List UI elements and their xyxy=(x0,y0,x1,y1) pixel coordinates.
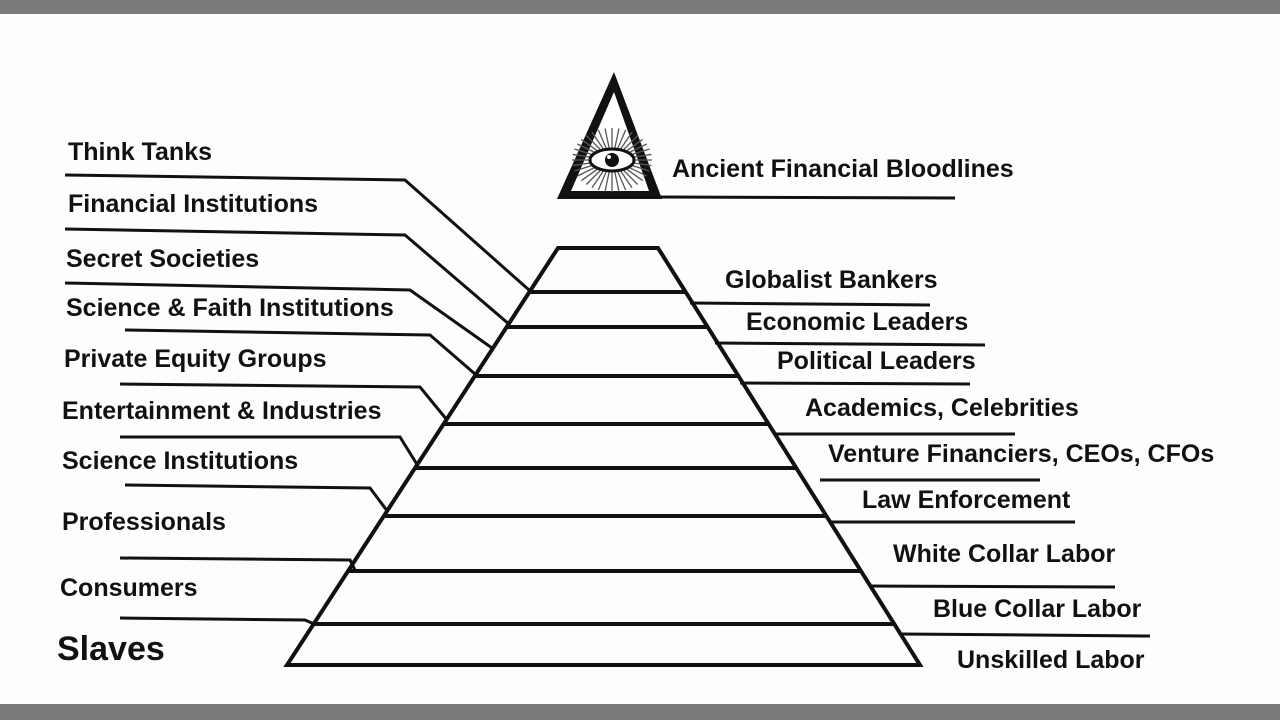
pyramid xyxy=(283,246,924,667)
left-label: Financial Institutions xyxy=(68,190,319,218)
bottom-bar xyxy=(0,704,1280,720)
left-label: Secret Societies xyxy=(66,245,260,273)
left-label-slaves: Slaves xyxy=(57,630,165,668)
right-label: Globalist Bankers xyxy=(725,266,938,294)
right-label: Venture Financiers, CEOs, CFOs xyxy=(828,440,1215,468)
right-label: Unskilled Labor xyxy=(957,646,1145,674)
leader-lines xyxy=(64,173,1151,638)
left-label: Professionals xyxy=(62,508,226,536)
apex-label: Ancient Financial Bloodlines xyxy=(672,155,1014,183)
right-label: White Collar Labor xyxy=(893,540,1116,568)
left-label: Consumers xyxy=(60,574,198,602)
right-label: Blue Collar Labor xyxy=(933,595,1142,623)
left-label: Science Institutions xyxy=(62,447,299,475)
left-label: Think Tanks xyxy=(68,138,213,166)
right-label: Law Enforcement xyxy=(862,486,1071,514)
top-bar xyxy=(0,0,1280,14)
left-label: Private Equity Groups xyxy=(64,345,327,373)
left-label: Entertainment & Industries xyxy=(62,397,382,425)
right-label: Economic Leaders xyxy=(746,308,969,336)
right-label: Political Leaders xyxy=(777,347,976,375)
left-label: Science & Faith Institutions xyxy=(66,294,394,322)
eye-triangle-icon xyxy=(557,72,662,199)
right-label: Academics, Celebrities xyxy=(805,394,1079,422)
